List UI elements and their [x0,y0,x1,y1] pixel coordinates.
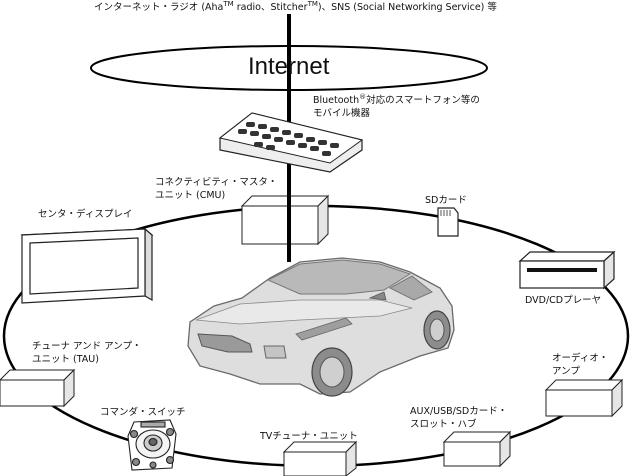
mobile-phone-icon [218,112,364,173]
cmu-unit-icon [240,194,330,246]
commander-switch-icon [127,419,177,471]
car-illustration [187,257,455,397]
tau-unit-icon [0,368,76,408]
sd-card-caption: SDカード [425,195,467,206]
dvd-caption: DVD/CDプレーヤ [525,295,602,306]
dvd-player-icon [518,250,616,290]
top-caption: インターネット・ラジオ (AhaTM radio、StitcherTM)、SNS… [94,0,497,13]
phone-caption: Bluetooth®対応のスマートフォン等の モバイル機器 [313,92,480,119]
audio-amp-icon [544,378,624,418]
tv-tuner-icon [282,440,358,476]
internet-ellipse [90,45,488,91]
internet-label: Internet [248,53,330,80]
center-display-caption: センタ・ディスプレイ [38,209,133,220]
aux-hub-icon [442,430,512,468]
center-display-icon [20,227,154,304]
commander-caption: コマンダ・スイッチ [100,407,186,418]
audio-amp-caption: オーディオ・ アンプ [552,353,609,377]
tuner-amp-caption: チューナ アンド アンプ・ ユニット (TAU) [32,341,142,365]
cmu-caption: コネクティビティ・マスタ・ ユニット (CMU) [155,177,278,201]
sd-card-icon [437,207,459,237]
tv-tuner-caption: TVチューナ・ユニット [260,431,358,442]
aux-hub-caption: AUX/USB/SDカード・ スロット・ハブ [410,406,508,430]
